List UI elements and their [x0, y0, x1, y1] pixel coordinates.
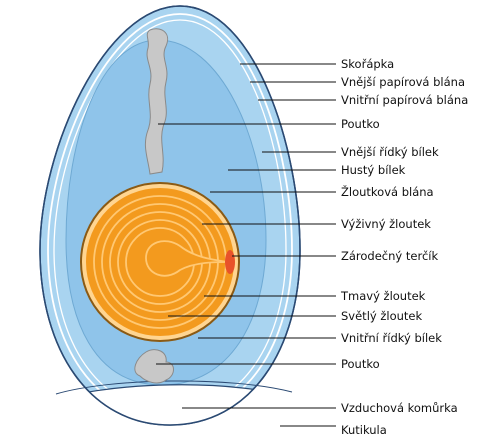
label-shell: Skořápka: [341, 57, 394, 71]
label-inner-shell-membrane: Vnitřní papírová blána: [341, 93, 468, 107]
air-cell: [40, 385, 300, 430]
germinal-disc: [225, 250, 235, 274]
label-germinal-disc: Zárodečný terčík: [341, 249, 438, 263]
label-thick-albumen: Hustý bílek: [341, 163, 406, 177]
label-light-yolk: Světlý žloutek: [341, 309, 422, 323]
label-dark-yolk: Tmavý žloutek: [340, 289, 426, 303]
label-chalaza-top: Poutko: [341, 117, 380, 131]
label-outer-shell-membrane: Vnější papírová blána: [341, 75, 465, 89]
label-latebra: Výživný žloutek: [341, 217, 431, 231]
label-chalaza-bottom: Poutko: [341, 357, 380, 371]
label-air-cell: Vzduchová komůrka: [341, 401, 458, 415]
label-vitelline-membrane: Žloutková blána: [341, 184, 434, 199]
label-outer-thin-albumen: Vnější řídký bílek: [341, 145, 439, 159]
label-cuticle: Kutikula: [341, 423, 387, 437]
label-inner-thin-albumen: Vnitřní řídký bílek: [341, 331, 442, 345]
